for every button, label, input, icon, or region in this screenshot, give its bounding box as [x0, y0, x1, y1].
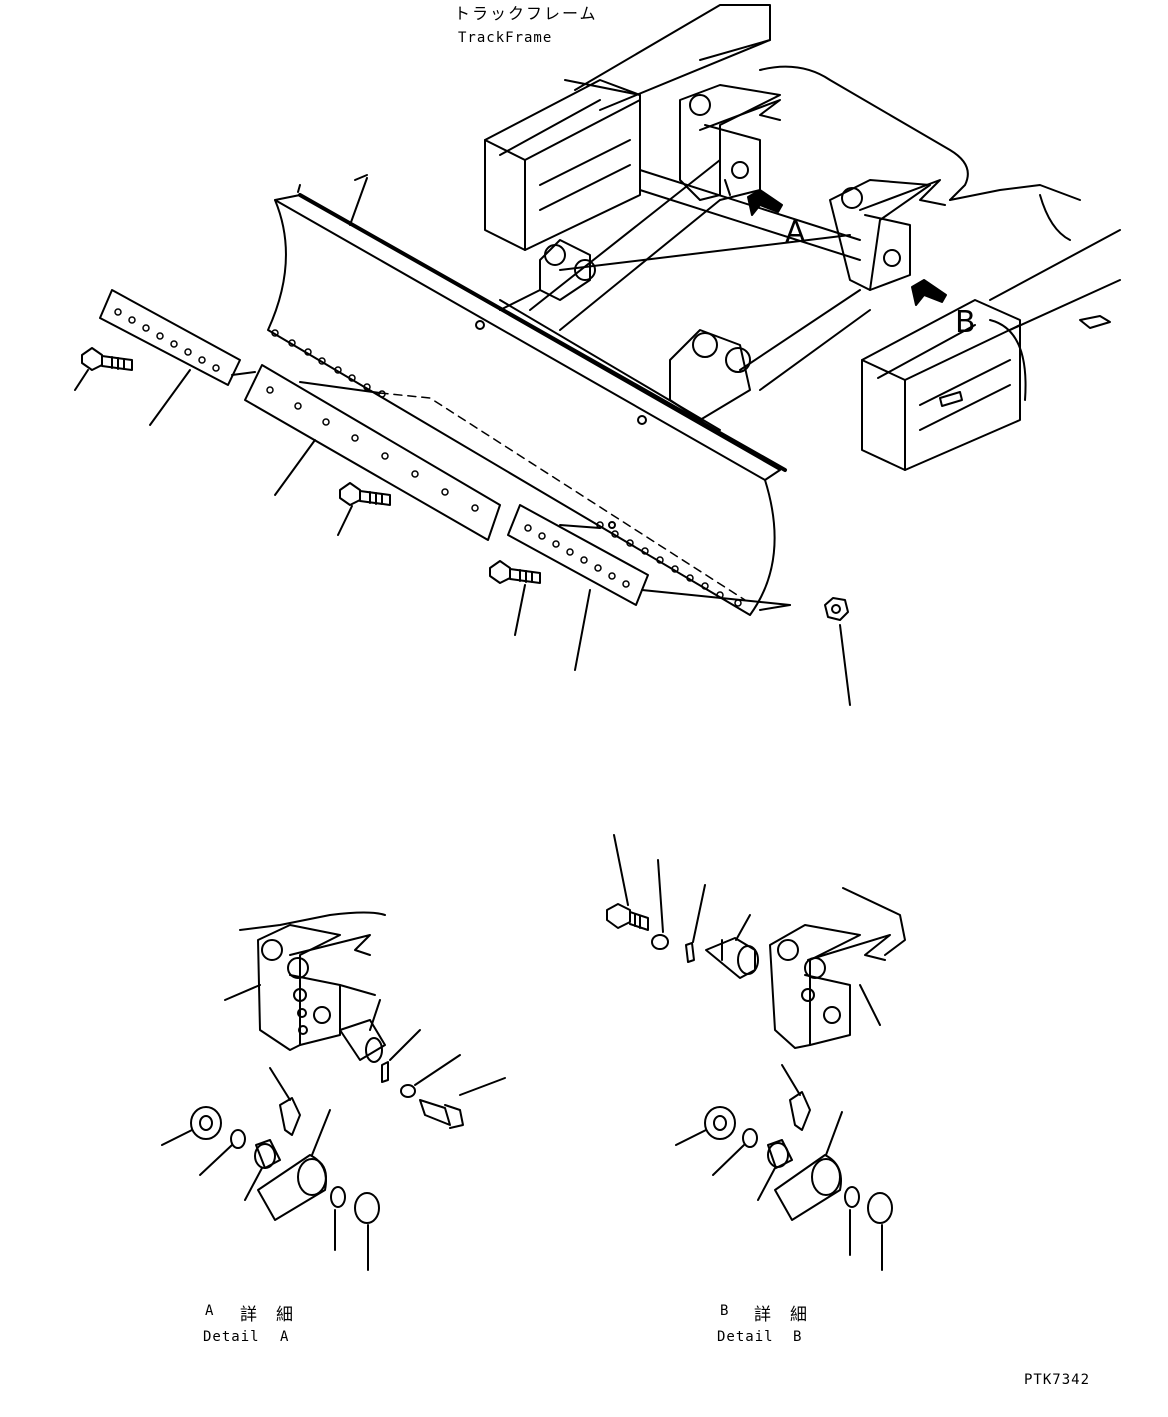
cross-tubes [529, 159, 871, 391]
detail-b-letter: B [720, 1303, 730, 1319]
track-frame [574, 4, 1121, 331]
detail-b-jp2: 細 [790, 1305, 807, 1325]
right-box-beam [861, 299, 1027, 471]
arrow-b-label: B [955, 305, 976, 340]
end-bit-right [507, 504, 649, 671]
detail-a-jp2: 細 [276, 1305, 293, 1325]
track-frame-label-en: TrackFrame [458, 30, 553, 46]
bolt-icon [489, 560, 541, 636]
detail-a-letter: A [205, 1303, 215, 1319]
end-bit-left [99, 289, 256, 426]
detail-b-en: Detail [717, 1329, 774, 1345]
bolt-icon [74, 347, 133, 391]
detail-a-drawing [161, 911, 506, 1271]
arrow-a-icon [747, 189, 783, 216]
left-box-beam [484, 79, 641, 251]
lift-arms [499, 239, 751, 436]
arrow-a-label: A [785, 215, 806, 250]
detail-a-en-letter: A [280, 1329, 290, 1345]
figure-code: PTK7342 [1024, 1372, 1091, 1388]
detail-b-drawing [606, 834, 906, 1271]
detail-b-jp1: 詳 [754, 1305, 771, 1325]
bolt-icon [337, 482, 391, 536]
nut-icon [641, 589, 851, 706]
arrow-b-icon [911, 279, 947, 306]
detail-a-jp1: 詳 [240, 1305, 257, 1325]
cutting-edge-center [244, 364, 501, 541]
detail-b-en-letter: B [793, 1329, 803, 1345]
detail-a-en: Detail [203, 1329, 260, 1345]
bracket-b-frame [829, 179, 946, 291]
bracket-a-frame [679, 84, 781, 201]
dozer-blade [267, 174, 787, 616]
track-frame-label-jp: トラックフレーム [454, 4, 598, 23]
